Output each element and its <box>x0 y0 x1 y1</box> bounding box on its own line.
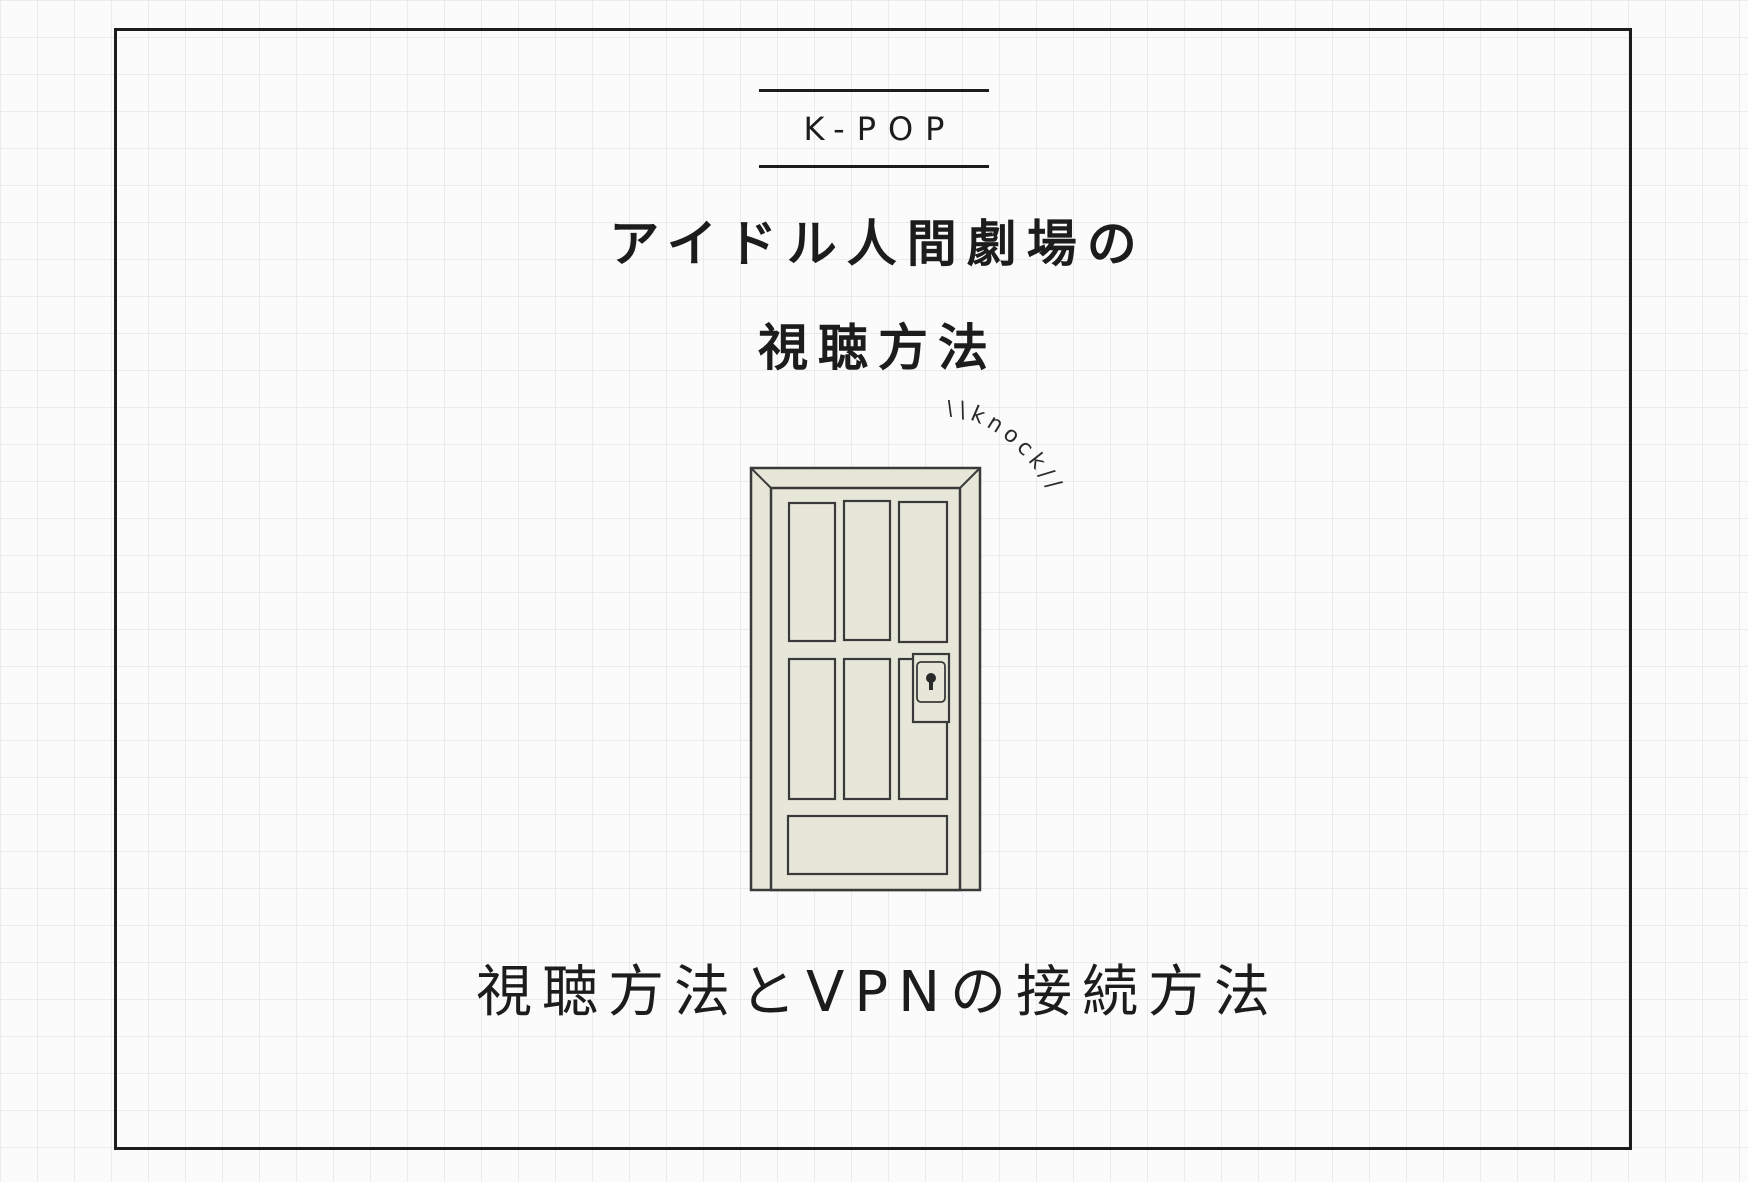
title-line-2: 視聴方法 <box>758 319 998 377</box>
subtitle: 視聴方法とVPNの接続方法 <box>476 960 1280 1025</box>
category-label-group: K-POP <box>759 89 989 169</box>
door-icon: \\knock// <box>749 400 1063 892</box>
category-rule-bottom <box>759 165 989 168</box>
category-rule-top <box>759 89 989 92</box>
category-label: K-POP <box>803 110 957 148</box>
title-line-1: アイドル人間劇場の <box>609 215 1147 273</box>
keyhole-icon <box>926 673 936 690</box>
card-frame <box>114 28 1632 1150</box>
